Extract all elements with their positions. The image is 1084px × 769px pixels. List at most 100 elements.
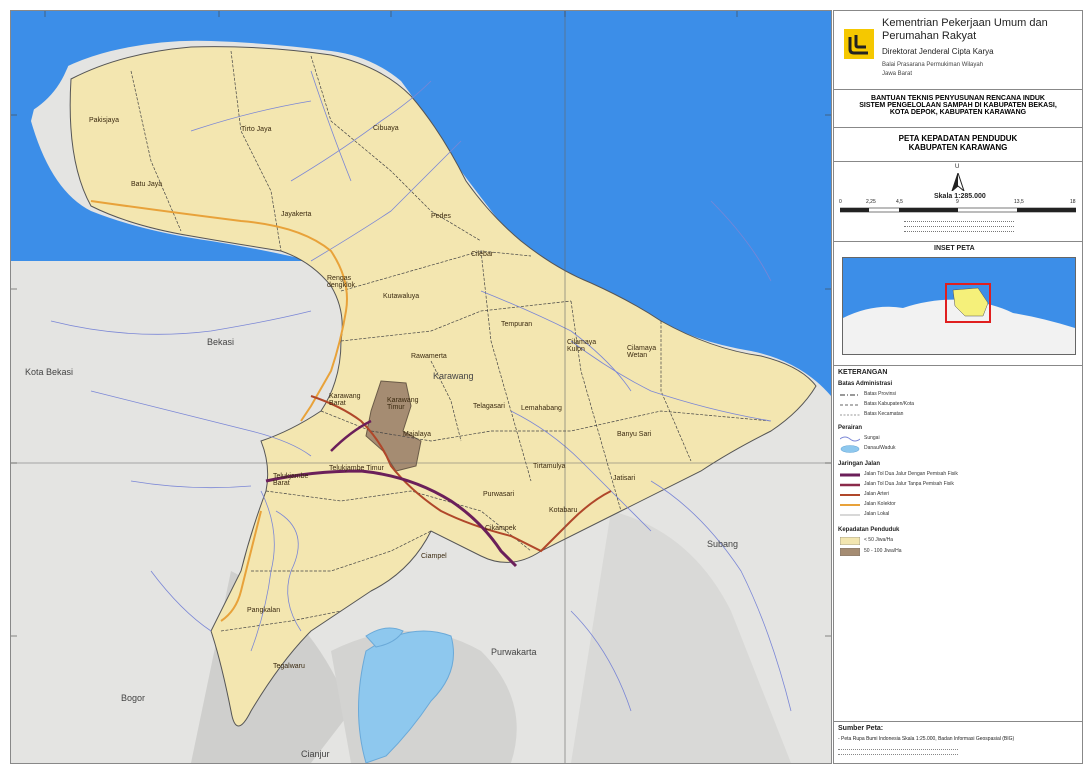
region-label: Kota Bekasi (25, 367, 74, 377)
legend-item-river: Sungai (840, 435, 1080, 444)
source-footnote-lines (838, 749, 958, 755)
scale-notes (904, 219, 1014, 239)
source-title: Sumber Peta: (838, 725, 884, 732)
legend-item-local: Jalan Lokal (840, 511, 1080, 520)
scale-bar (840, 207, 1076, 213)
region-label: Bekasi (207, 337, 235, 347)
north-label: U (955, 164, 960, 170)
district-label: Tirto Jaya (241, 126, 272, 133)
scale-block: U Skala 1:285.000 0 2,25 4,5 9 13,5 18 (834, 161, 1082, 242)
scale-tick: 9 (956, 199, 959, 205)
map-title-block: PETA KEPADATAN PENDUDUK KABUPATEN KARAWA… (834, 127, 1082, 162)
project-line3: KOTA DEPOK, KABUPATEN KARAWANG (889, 109, 1027, 116)
district-label: Tegalwaru (273, 663, 305, 670)
arterial-road (310, 395, 612, 553)
legend-label: Jalan Lokal (864, 511, 890, 517)
district-label: Cilamaya Wetan (627, 345, 657, 359)
main-map[interactable] (11, 11, 831, 763)
map-title-line1: PETA KEPADATAN PENDUDUK (898, 134, 1018, 143)
balai-line1: Balai Prasarana Permukiman Wilayah (882, 62, 984, 68)
map-frame[interactable]: Kota Bekasi Bekasi Subang Purwakarta Bog… (10, 10, 832, 764)
legend-label: Jalan Kolektor (864, 501, 896, 507)
legend-density-title: Kepadatan Penduduk (838, 527, 900, 533)
district-label: Majalaya (403, 431, 432, 438)
legend-item-province: Batas Provinsi (840, 391, 1080, 400)
legend-label: Jalan Tol Dua Jalur Tanpa Pemisah Fisik (864, 481, 954, 487)
district-label: Ciampel (421, 553, 447, 560)
district-label: Pedes (431, 213, 451, 220)
district-label: Rengas dengklok (327, 275, 356, 289)
district-label: Cilebar (471, 251, 494, 258)
source-block: Sumber Peta: - Peta Rupa Bumi Indonesia … (834, 721, 1082, 763)
scale-tick: 13,5 (1014, 199, 1024, 205)
district-label: Pakisjaya (89, 117, 119, 124)
legend-label: 50 - 100 Jiwa/Ha (864, 548, 902, 554)
collector-road (90, 200, 348, 422)
jatiluhur-reservoir (358, 630, 454, 763)
legend-label: Sungai (864, 435, 880, 441)
legend-label: Danau/Waduk (864, 445, 896, 451)
district-label: Karawang Barat (329, 393, 361, 407)
north-arrow-icon (951, 173, 965, 191)
legend-road-title: Jaringan Jalan (838, 461, 881, 467)
map-title-line2: KABUPATEN KARAWANG (908, 143, 1008, 152)
district-label: Cibuaya (373, 125, 399, 132)
district-label: Telukjambe Timur (329, 465, 384, 472)
legend-item-arterial: Jalan Arteri (840, 491, 1080, 500)
district-label: Tempuran (501, 321, 533, 328)
legend-title: KETERANGAN (838, 369, 888, 376)
region-label: Karawang (433, 371, 474, 381)
ministry-name-line1: Kementrian Pekerjaan Umum dan (882, 17, 1048, 29)
legend-item-density-mid: 50 - 100 Jiwa/Ha (840, 548, 1080, 557)
inset-block: INSET PETA (834, 241, 1082, 366)
inset-map[interactable] (842, 257, 1076, 355)
source-text: - Peta Rupa Bumi Indonesia Skala 1:25.00… (838, 736, 1015, 742)
district-label: Telukjambe Barat (273, 473, 309, 487)
project-line2: SISTEM PENGELOLAAN SAMPAH DI KABUPATEN B… (859, 102, 1057, 109)
project-line1: BANTUAN TEKNIS PENYUSUNAN RENCANA INDUK (871, 95, 1045, 102)
legend-item-collector: Jalan Kolektor (840, 501, 1080, 510)
legend-label: Batas Kecamatan (864, 411, 904, 417)
legend-water-title: Perairan (838, 425, 863, 431)
district-label: Purwasari (483, 491, 515, 498)
legend-label: Jalan Arteri (864, 491, 890, 497)
map-info-panel: Kementrian Pekerjaan Umum dan Perumahan … (833, 10, 1083, 764)
legend-admin-title: Batas Administrasi (838, 381, 893, 387)
district-label: Karawang Timur (387, 397, 419, 411)
inset-title: INSET PETA (934, 245, 975, 252)
header-block: Kementrian Pekerjaan Umum dan Perumahan … (834, 11, 1082, 90)
region-label: Subang (707, 539, 739, 549)
district-label: Jatisari (613, 475, 636, 482)
legend-label: Batas Provinsi (864, 391, 896, 397)
scale-tick: 0 (839, 199, 842, 205)
region-label: Purwakarta (491, 647, 537, 657)
legend-item-toll-divided: Jalan Tol Dua Jalur Dengan Pemisah Fisik (840, 471, 1080, 480)
region-label: Cianjur (301, 749, 330, 759)
region-label: Bogor (121, 693, 146, 703)
ministry-name-line2: Perumahan Rakyat (882, 30, 977, 42)
district-label: Jayakerta (281, 211, 312, 218)
district-label: Batu Jaya (131, 181, 163, 188)
legend-label: Batas Kabupaten/Kota (864, 401, 915, 407)
scale-tick: 2,25 (866, 199, 876, 205)
district-label: Telagasari (473, 403, 505, 410)
district-label: Cilamaya Kulon (567, 339, 597, 353)
scale-tick: 18 (1070, 199, 1076, 205)
district-label: Pangkalan (247, 607, 281, 614)
balai-line2: Jawa Barat (882, 71, 913, 77)
district-label: Rawamerta (411, 353, 447, 360)
district-label: Banyu Sari (617, 431, 652, 438)
legend-item-density-low: < 50 Jiwa/Ha (840, 537, 1080, 546)
district-label: Cikampek (485, 525, 517, 532)
legend-item-lake: Danau/Waduk (840, 445, 1080, 454)
district-label: Lemahabang (521, 405, 562, 412)
legend-item-toll-undivided: Jalan Tol Dua Jalur Tanpa Pemisah Fisik (840, 481, 1080, 490)
scale-tick: 4,5 (896, 199, 903, 205)
pupr-logo (844, 29, 874, 59)
legend-item-regency: Batas Kabupaten/Kota (840, 401, 1080, 410)
directorate-name: Direktorat Jenderal Cipta Karya (882, 47, 994, 56)
toll-road (265, 469, 518, 568)
district-label: Tirtamulya (533, 463, 566, 470)
scale-ratio: Skala 1:285.000 (934, 193, 986, 200)
